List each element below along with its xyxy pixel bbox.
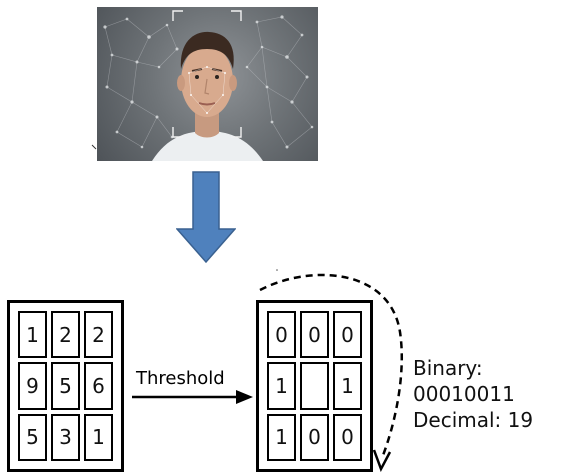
dashed-curved-arrow-icon [259, 269, 403, 472]
down-arrow-icon [176, 171, 236, 263]
stray-mark [91, 144, 97, 150]
grid-cell: 5 [18, 413, 47, 461]
grid-cell-center [300, 362, 329, 410]
threshold-label: Threshold [136, 368, 225, 389]
grid-cell: 2 [84, 311, 113, 359]
grid-cell: 3 [51, 413, 80, 461]
grid-cell: 2 [51, 311, 80, 359]
grid-cell: 1 [267, 362, 296, 410]
grid-cell: 1 [267, 413, 296, 461]
grid-cell: 1 [84, 413, 113, 461]
face-photo-graphic [103, 10, 314, 161]
grid-cell: 0 [300, 311, 329, 359]
input-pixel-grid: 1 2 2 9 5 6 5 3 1 [7, 300, 124, 472]
grid-cell: 9 [18, 362, 47, 410]
grid-cell: 6 [84, 362, 113, 410]
grid-cell: 0 [333, 311, 362, 359]
decimal-value: Decimal: 19 [413, 408, 534, 432]
grid-cell-center: 5 [51, 362, 80, 410]
grid-cell: 0 [333, 413, 362, 461]
grid-cell: 1 [333, 362, 362, 410]
binary-value: Binary: 00010011 [413, 356, 515, 406]
right-arrow-icon [132, 390, 253, 404]
grid-cell: 1 [18, 311, 47, 359]
grid-cell: 0 [267, 311, 296, 359]
thresholded-grid: 0 0 0 1 1 1 0 0 [256, 300, 373, 472]
binary-decimal-result: Binary: 00010011 Decimal: 19 [413, 355, 581, 433]
grid-cell: 0 [300, 413, 329, 461]
face-photo [97, 7, 318, 161]
